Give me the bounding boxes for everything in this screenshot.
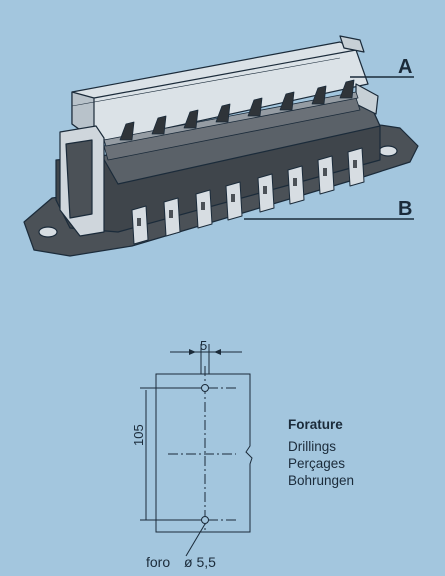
drilling-caption: Forature Drillings Perçages Bohrungen [288, 416, 354, 489]
terminal-blades [131, 147, 365, 245]
panel-outline [155, 373, 253, 533]
hole-note: foro ø 5,5 [146, 554, 216, 570]
width-dimension-value: 5 [200, 338, 208, 353]
callout-label-b: B [398, 198, 413, 220]
drill-hole-bottom [201, 516, 209, 524]
caption-title: Forature [288, 417, 343, 432]
hole-diameter: ø 5,5 [184, 554, 216, 570]
callout-label-a: A [398, 56, 413, 78]
mounting-hole-left [38, 226, 58, 238]
hole-label: foro [146, 554, 171, 570]
mounting-hole-right [378, 145, 398, 157]
caption-line-french: Perçages [288, 456, 346, 471]
height-dimension-value: 105 [131, 424, 146, 446]
caption-line-english: Drillings [288, 439, 337, 454]
fuse-row [103, 79, 361, 161]
caption-line-german: Bohrungen [288, 473, 355, 488]
drill-hole-top [201, 384, 209, 392]
hole-leader-line [185, 523, 206, 557]
drilling-diagram [140, 344, 253, 557]
fuse-box-drawing [23, 35, 419, 257]
